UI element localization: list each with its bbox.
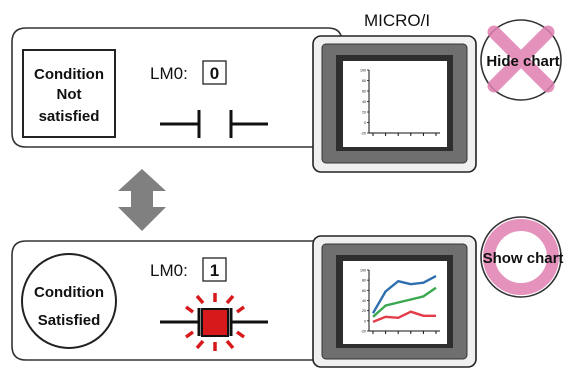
condition-text-line3: satisfied (39, 108, 100, 125)
lm-label-bottom: LM0: (150, 261, 188, 280)
y-tick-label: -20 (361, 330, 366, 334)
line-chart: 100 80 60 40 20 0 -20 (360, 269, 440, 334)
condition-box (22, 49, 116, 138)
series-line-1 (371, 275, 437, 314)
y-tick-label: 60 (362, 289, 366, 293)
lm-value-bottom: 1 (210, 261, 219, 280)
condition-text-line2: Not (57, 86, 82, 103)
hmi-device-bottom (312, 235, 477, 368)
condition-circle (21, 253, 117, 349)
show-chart-label: Show chart (483, 250, 564, 267)
hmi-device-top (312, 35, 477, 173)
series-line-3 (372, 310, 436, 324)
condition-text-line1: Condition (34, 66, 104, 83)
contact-closed-icon (160, 293, 268, 351)
y-tick-label: 80 (362, 279, 366, 283)
cross-icon (487, 25, 555, 93)
lm-label: LM0: (150, 64, 188, 83)
lm-value-box (202, 60, 227, 85)
y-tick-label: 80 (362, 79, 366, 83)
lm-value: 0 (210, 64, 219, 83)
y-tick-label: 20 (362, 309, 366, 313)
condition-satisfied-line2: Satisfied (38, 312, 101, 329)
y-tick-label: 100 (360, 69, 366, 73)
double-arrow-vertical-icon (118, 169, 166, 231)
condition-satisfied-line1: Condition (34, 284, 104, 301)
contact-open-icon (160, 110, 268, 138)
empty-chart-axes: 100 80 60 40 20 0 -20 (360, 69, 440, 136)
hide-chart-label: Hide chart (486, 53, 559, 70)
y-tick-label: 60 (362, 90, 366, 94)
circle-icon (483, 219, 559, 295)
y-tick-label: 40 (362, 100, 366, 104)
y-tick-label: 40 (362, 299, 366, 303)
y-tick-label: 20 (362, 111, 366, 115)
y-tick-label: -20 (361, 132, 366, 136)
y-tick-label: 0 (364, 121, 366, 125)
device-label: MICRO/I (364, 11, 430, 30)
lm-value-box-bottom (202, 257, 227, 282)
series-line-2 (372, 286, 437, 318)
y-tick-label: 100 (360, 269, 366, 273)
y-tick-label: 0 (364, 319, 366, 323)
